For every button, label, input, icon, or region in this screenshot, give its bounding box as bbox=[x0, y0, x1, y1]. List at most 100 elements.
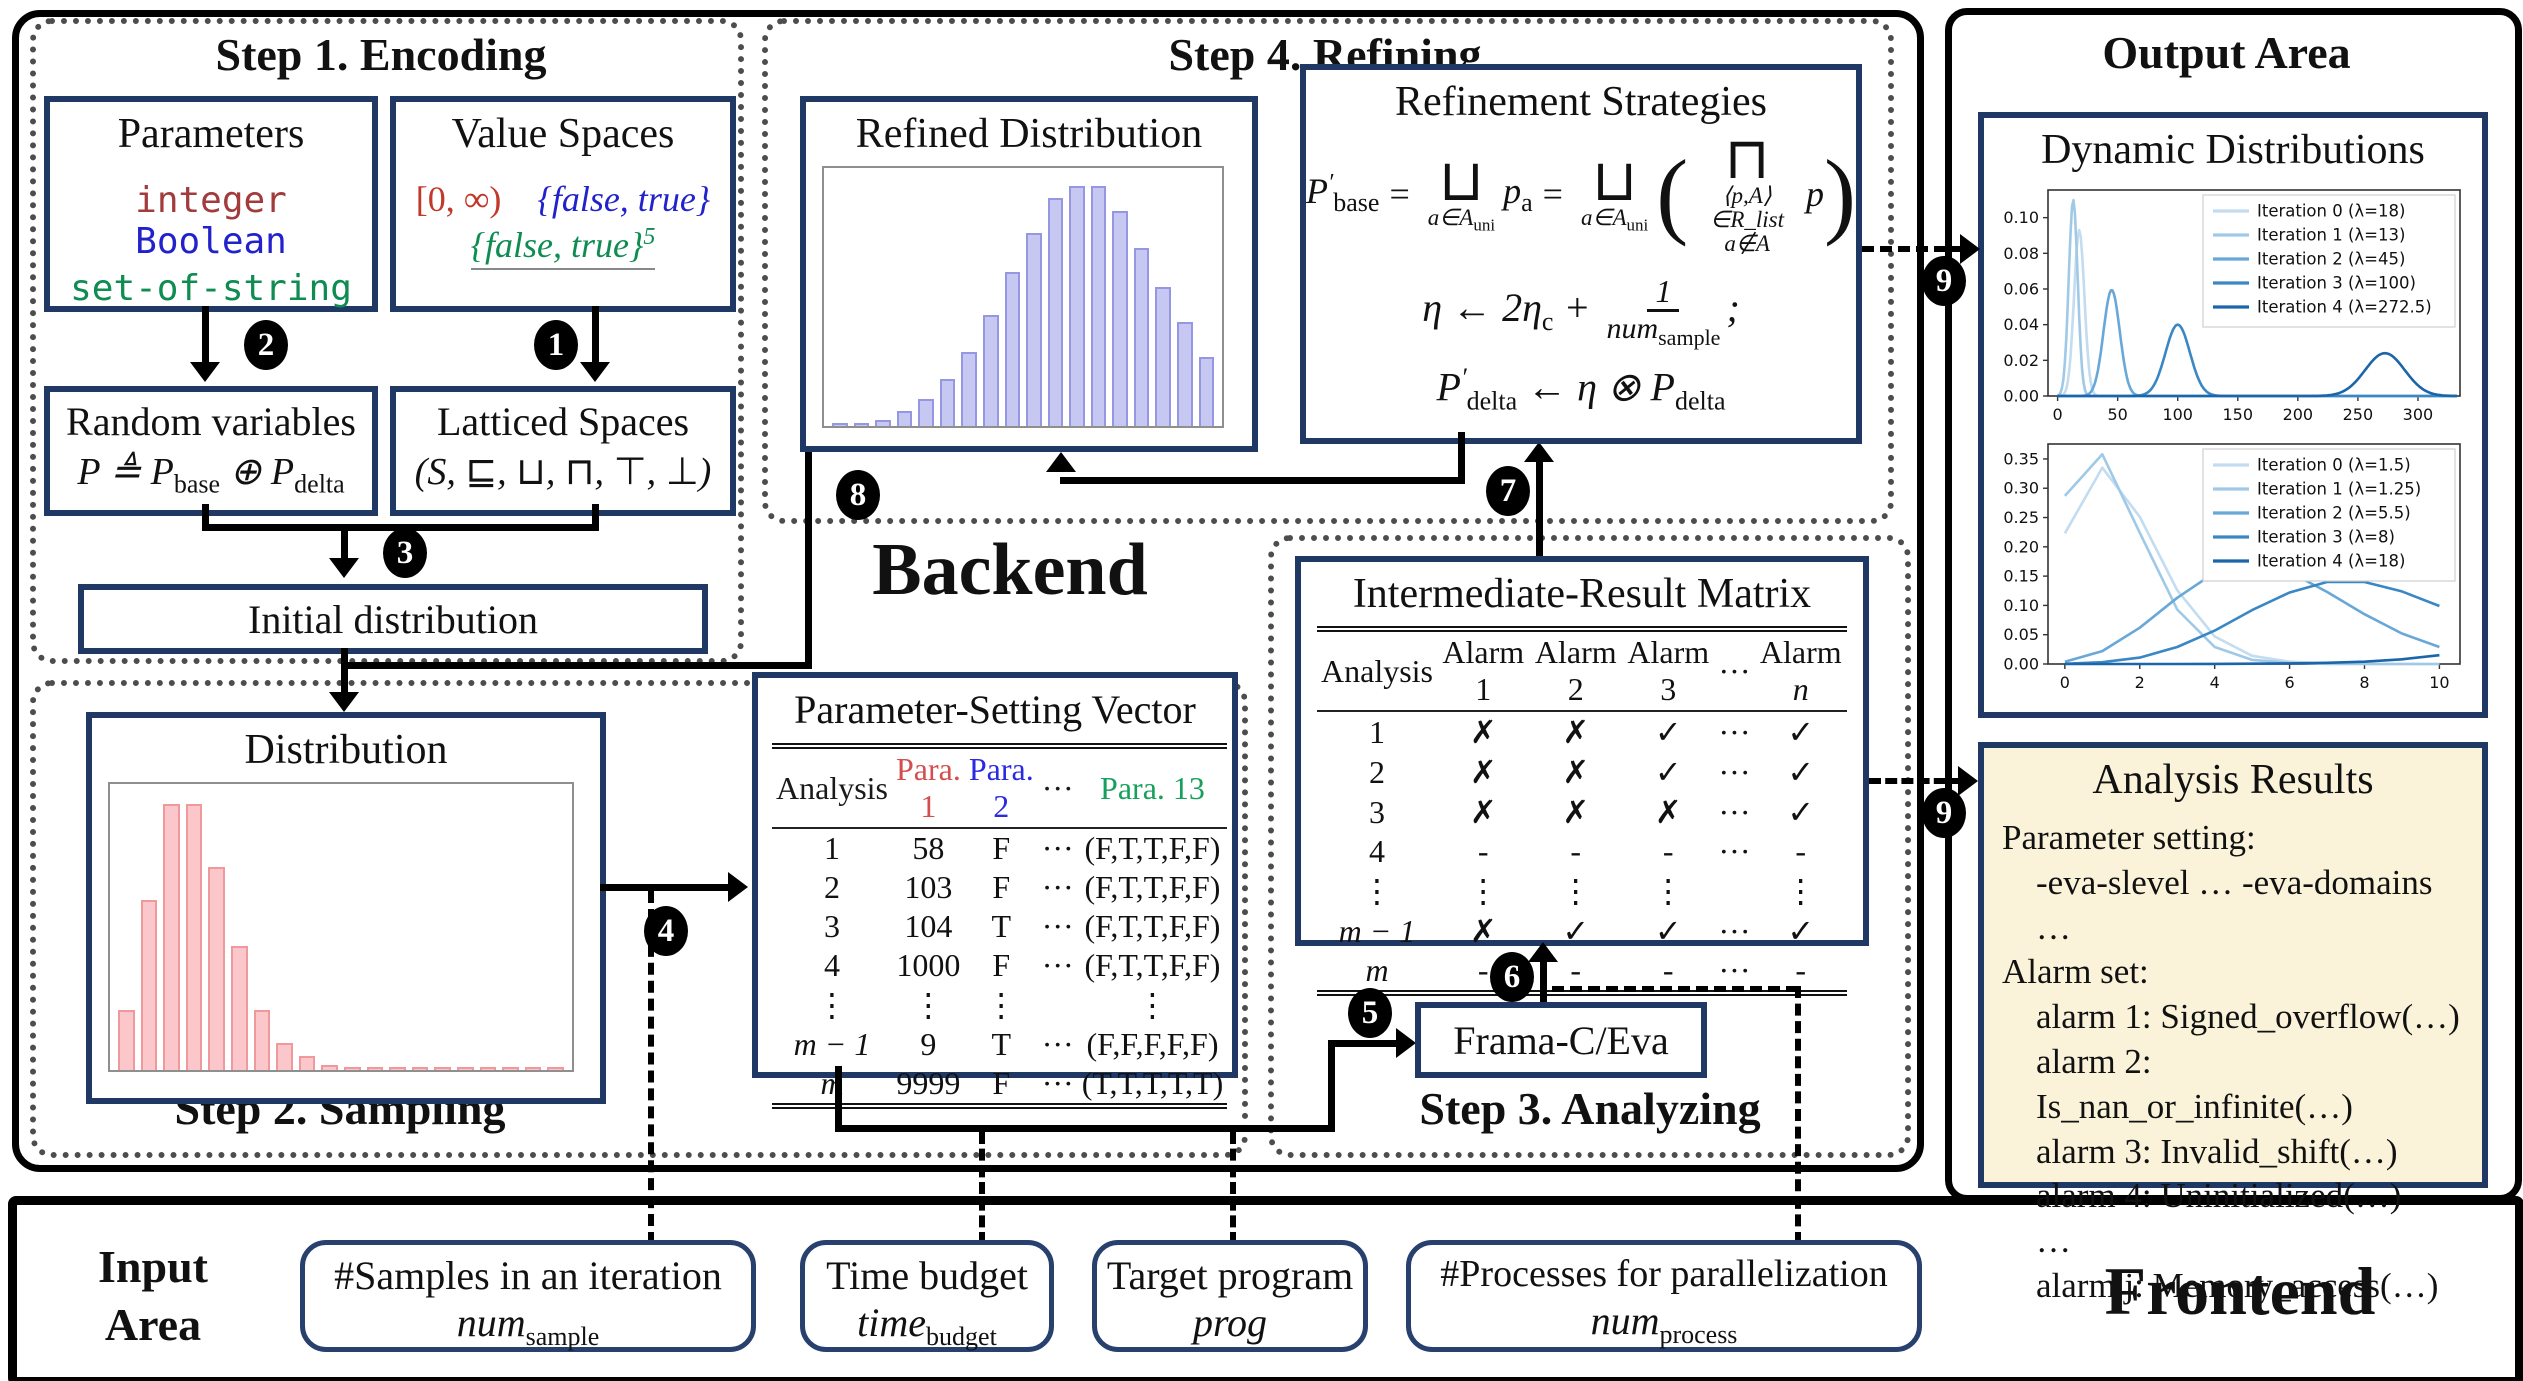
table-cell: 9 bbox=[920, 1026, 937, 1062]
svg-text:0.05: 0.05 bbox=[2003, 625, 2039, 644]
histogram-bar bbox=[118, 1009, 135, 1070]
table-cell: m bbox=[1365, 952, 1389, 988]
table-cell: ··· bbox=[1718, 912, 1751, 949]
table-cell: 4 bbox=[824, 947, 840, 983]
histogram-bar bbox=[366, 1066, 384, 1070]
table-cell: ✗ bbox=[1562, 714, 1590, 750]
svg-text:0: 0 bbox=[2053, 405, 2063, 424]
samples-dashed-connector bbox=[648, 891, 654, 1244]
value-spaces-box: Value Spaces [0, ∞) {false, true} {false… bbox=[390, 96, 736, 312]
table-cell: T bbox=[991, 908, 1012, 944]
badge-7: 7 bbox=[1486, 466, 1530, 516]
merge-center-stem bbox=[341, 524, 348, 560]
initial-distribution-box: Initial distribution bbox=[78, 584, 708, 654]
backend-label: Backend bbox=[872, 529, 1148, 611]
table-cell: 3 bbox=[1369, 793, 1385, 830]
svg-text:2: 2 bbox=[2135, 673, 2145, 692]
table-cell: 2 bbox=[824, 869, 840, 905]
table-cell: 1 bbox=[824, 830, 840, 866]
arrowhead-into-dynamic bbox=[1960, 234, 1980, 264]
histogram-bar bbox=[389, 1066, 406, 1070]
frontend-label: Frontend bbox=[2104, 1253, 2376, 1329]
badge-8: 8 bbox=[836, 470, 880, 520]
svg-text:4: 4 bbox=[2210, 673, 2220, 692]
input-processes-label: #Processes for parallelization bbox=[1440, 1253, 1888, 1295]
table-cell: - bbox=[1570, 833, 1582, 869]
table-cell: ··· bbox=[1041, 1065, 1074, 1101]
latticed-spaces-title: Latticed Spaces bbox=[436, 399, 690, 444]
analysis-result-line: Alarm set: bbox=[2002, 952, 2149, 992]
strategies-title: Refinement Strategies bbox=[1394, 79, 1768, 125]
histogram-bar bbox=[1069, 185, 1085, 426]
histogram-bar bbox=[939, 378, 956, 426]
arrowhead-into-matrix bbox=[1528, 942, 1558, 962]
initial-to-distribution-line bbox=[341, 648, 348, 694]
table-cell bbox=[1038, 985, 1078, 1025]
refined-return-vline bbox=[805, 452, 812, 669]
merge-stem-left bbox=[202, 504, 209, 530]
timebudget-dashed-connector bbox=[979, 1132, 985, 1244]
table-cell: 3 bbox=[824, 908, 840, 944]
table-cell: T bbox=[991, 1026, 1012, 1062]
refined-histogram bbox=[822, 166, 1224, 428]
distribution-to-psv-line bbox=[600, 884, 728, 891]
table-cell: ✓ bbox=[1787, 714, 1815, 750]
histogram-bar bbox=[875, 419, 891, 426]
arrow-valuespaces-to-lattice bbox=[592, 306, 599, 364]
table-cell: ··· bbox=[1718, 952, 1751, 988]
table-cell: 104 bbox=[904, 908, 953, 944]
input-samples-var: numsample bbox=[456, 1300, 600, 1351]
analysis-result-line: alarm 3: Invalid_shift(…) bbox=[2036, 1131, 2398, 1171]
badge-9-top: 9 bbox=[1922, 256, 1966, 306]
histogram-bar bbox=[411, 1066, 429, 1070]
table-cell: 9999 bbox=[896, 1065, 961, 1101]
input-target-var: prog bbox=[1192, 1300, 1268, 1345]
table-cell: (T,T,T,T,T) bbox=[1081, 1065, 1224, 1101]
matrix-to-strategies-line bbox=[1536, 460, 1543, 556]
table-cell: ✗ bbox=[1469, 913, 1497, 949]
arrowhead-down-2 bbox=[190, 362, 220, 382]
parameters-title: Parameters bbox=[117, 111, 305, 157]
histogram-bar bbox=[298, 1056, 316, 1070]
step3-region bbox=[1268, 535, 1911, 1158]
table-cell: - bbox=[1662, 833, 1674, 869]
histogram-bar bbox=[1155, 287, 1171, 426]
histogram-bar bbox=[1047, 198, 1064, 426]
analysis-result-line: … bbox=[2036, 1221, 2071, 1261]
table-cell: 4 bbox=[1369, 833, 1385, 869]
table-cell: 58 bbox=[912, 830, 945, 866]
input-area-label: Input Area bbox=[58, 1238, 248, 1353]
step2-region bbox=[30, 680, 1248, 1158]
value-spaces-line2: {false, true}5 bbox=[396, 224, 730, 270]
arrowhead-into-strategies bbox=[1524, 442, 1554, 462]
svg-text:0.20: 0.20 bbox=[2003, 537, 2039, 556]
table-cell: ⋮ bbox=[1467, 873, 1500, 909]
svg-text:6: 6 bbox=[2284, 673, 2294, 692]
step1-title: Step 1. Encoding bbox=[215, 29, 547, 80]
input-target-label: Target program bbox=[1106, 1253, 1354, 1298]
table-cell: ✓ bbox=[1654, 913, 1682, 949]
latticed-spaces-formula: (S, ⊑, ⊔, ⊓, ⊤, ⊥) bbox=[414, 451, 712, 493]
table-cell: ✓ bbox=[1654, 754, 1682, 790]
parameters-box: Parameters integer Boolean set-of-string bbox=[44, 96, 378, 312]
histogram-bar bbox=[1026, 232, 1042, 426]
string-set-exponent: 5 bbox=[643, 224, 656, 250]
svg-text:0.04: 0.04 bbox=[2003, 315, 2039, 334]
table-cell: F bbox=[992, 869, 1011, 905]
table-cell: ⋮ bbox=[1784, 873, 1817, 909]
table-cell: 2 bbox=[1369, 753, 1385, 790]
table-cell: ✗ bbox=[1469, 794, 1497, 830]
svg-text:0.00: 0.00 bbox=[2003, 387, 2039, 406]
input-samples-label: #Samples in an iteration bbox=[334, 1253, 722, 1298]
svg-text:50: 50 bbox=[2107, 405, 2127, 424]
svg-text:Iteration 4 (λ=272.5): Iteration 4 (λ=272.5) bbox=[2257, 298, 2432, 317]
type-set-of-string: set-of-string bbox=[70, 268, 352, 309]
input-timebudget-box: Time budget timebudget bbox=[800, 1240, 1054, 1352]
histogram-bar bbox=[918, 398, 934, 426]
svg-text:200: 200 bbox=[2283, 405, 2314, 424]
